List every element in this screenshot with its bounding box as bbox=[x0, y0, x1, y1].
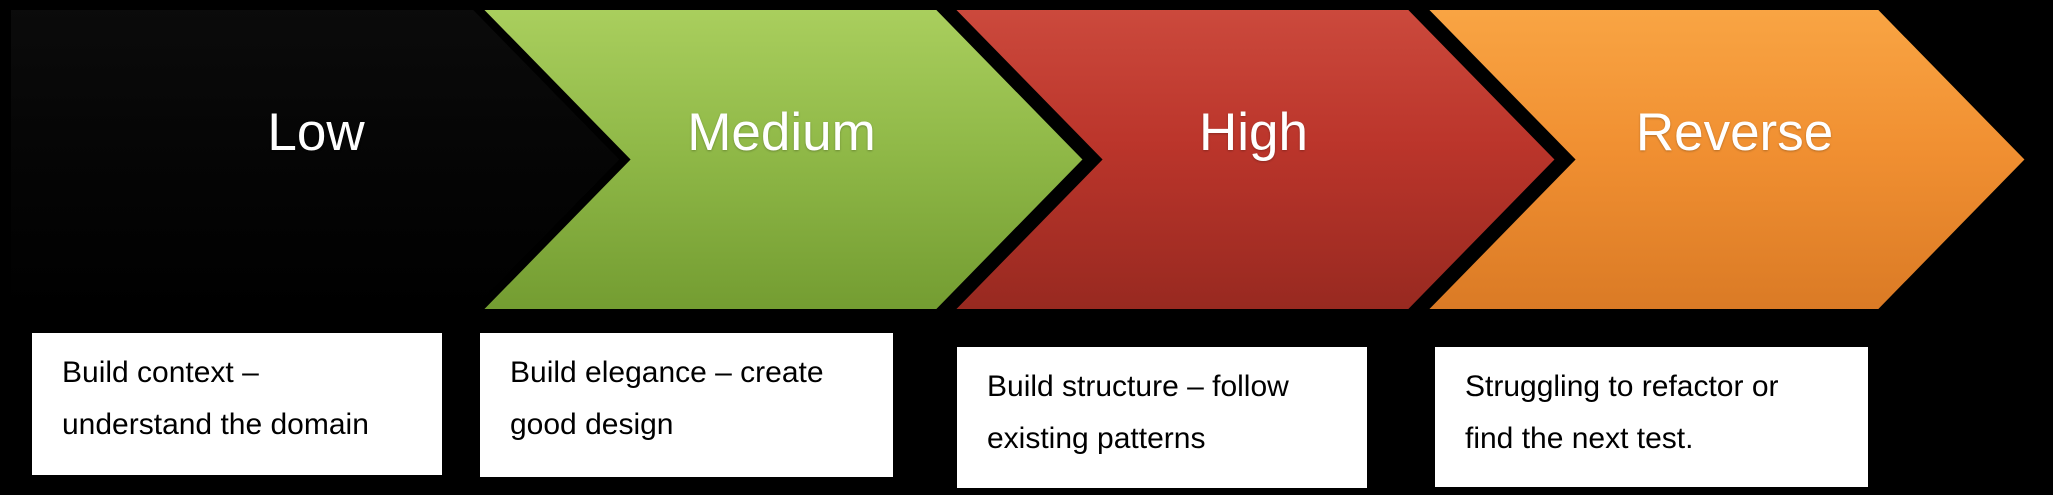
note-text: find the next test. bbox=[1465, 422, 1694, 455]
chevron-shape-medium bbox=[465, 2, 1094, 317]
chevron-label-high: High bbox=[1198, 103, 1308, 162]
chevron-shape-reverse bbox=[1410, 2, 2036, 317]
note-text: understand the domain bbox=[62, 408, 369, 441]
chevron-label-low: Low bbox=[267, 103, 365, 162]
note-box-medium: Build elegance – create good design bbox=[480, 333, 893, 477]
note-box-low: Build context – understand the domain bbox=[32, 333, 442, 475]
note-text: existing patterns bbox=[987, 422, 1206, 455]
chevron-shape-high bbox=[937, 2, 1566, 317]
note-text: Struggling to refactor or bbox=[1465, 370, 1779, 403]
note-text: Build elegance – create bbox=[510, 356, 824, 389]
note-text: Build structure – follow bbox=[987, 370, 1289, 403]
note-text: good design bbox=[510, 408, 674, 441]
chevron-label-reverse: Reverse bbox=[1635, 103, 1834, 162]
chevron-label-medium: Medium bbox=[687, 103, 876, 162]
note-box-reverse: Struggling to refactor or find the next … bbox=[1435, 347, 1868, 487]
note-text: Build context – bbox=[62, 356, 259, 389]
note-box-high: Build structure – follow existing patter… bbox=[957, 347, 1367, 488]
